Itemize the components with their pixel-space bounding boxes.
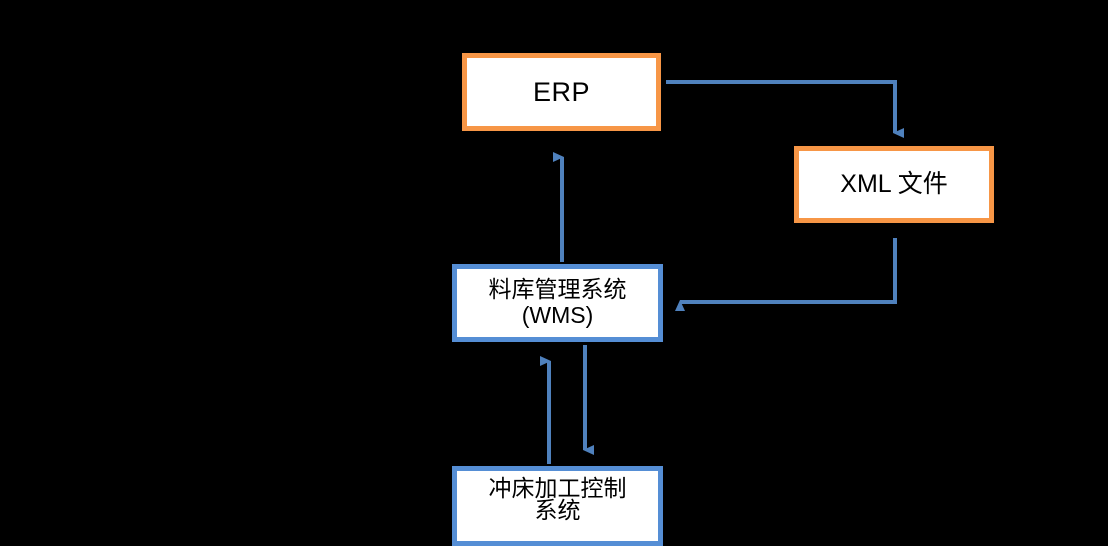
node-wms-label: 料库管理系统 (WMS)	[488, 276, 627, 328]
node-xml-file[interactable]: XML 文件	[794, 146, 994, 223]
node-press-control[interactable]: 冲床加工控制 系统	[452, 466, 663, 546]
node-erp-label: ERP	[532, 76, 591, 107]
node-wms[interactable]: 料库管理系统 (WMS)	[452, 264, 663, 342]
edge-erp-to-xml	[666, 80, 904, 138]
node-erp[interactable]: ERP	[462, 53, 661, 131]
node-press-control-label: 冲床加工控制 系统	[488, 475, 627, 524]
edge-xml-to-wms	[675, 238, 897, 311]
node-xml-file-label: XML 文件	[840, 170, 948, 199]
